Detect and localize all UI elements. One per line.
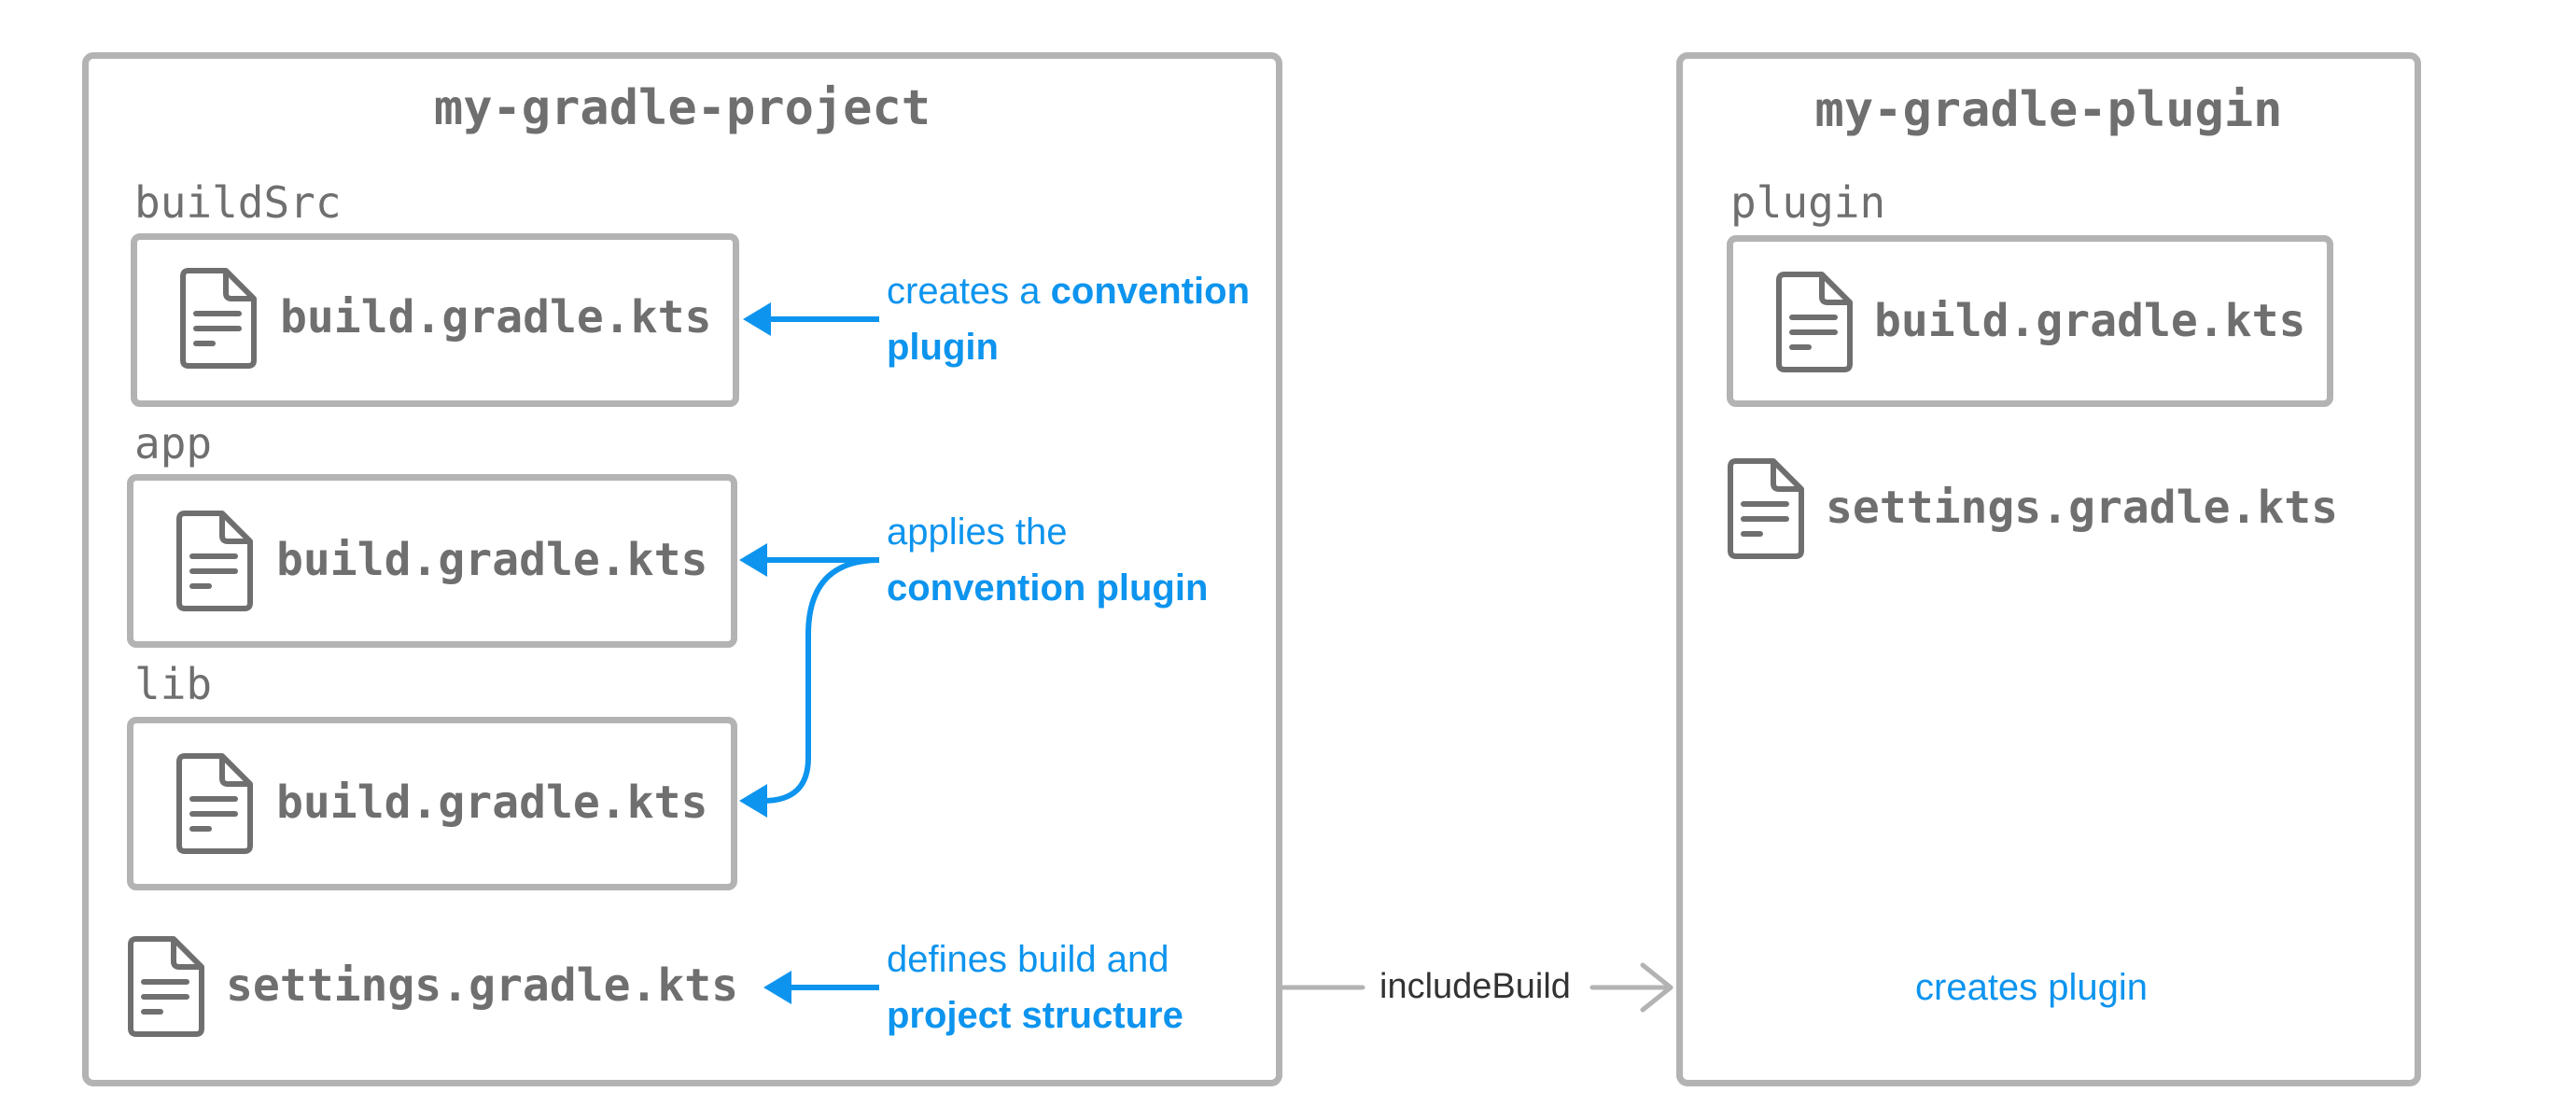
document-icon (180, 268, 257, 369)
lib-box (127, 717, 737, 890)
annotation-bold: plugin (887, 327, 999, 368)
document-icon (1728, 458, 1804, 559)
plugin-project-box (1676, 52, 2421, 1086)
project-box (82, 52, 1282, 1086)
annotation-bold: convention plugin (887, 567, 1209, 609)
plugin-project-title: my-gradle-plugin (1814, 82, 2283, 138)
section-label-buildsrc: buildSrc (134, 177, 342, 228)
include-build-connector (1280, 962, 1673, 1013)
arrow-applies (739, 543, 880, 818)
document-icon (1776, 272, 1853, 372)
arrow-defines (763, 971, 879, 1004)
annotation-applies: applies the convention plugin (887, 504, 1208, 616)
settings-file-name: settings.gradle.kts (226, 959, 739, 1012)
document-icon (176, 753, 253, 854)
annotation-text: creates a (887, 271, 1051, 312)
section-label-app: app (134, 418, 213, 469)
file-name: build.gradle.kts (1874, 295, 2306, 347)
arrow-creates (743, 302, 879, 336)
annotation-defines: defines build and project structure (887, 931, 1183, 1043)
file-name: build.gradle.kts (276, 534, 708, 586)
section-label-lib: lib (134, 659, 213, 709)
annotation-bold: convention (1050, 271, 1250, 312)
creates-plugin-label: creates plugin (1915, 967, 2149, 1008)
plugin-box (1727, 235, 2333, 407)
include-build-label: includeBuild (1379, 967, 1571, 1006)
project-title: my-gradle-project (433, 80, 931, 136)
file-name: build.gradle.kts (276, 777, 708, 829)
section-label-plugin: plugin (1730, 177, 1886, 228)
annotation-text: defines build and (887, 939, 1169, 980)
buildsrc-box (131, 233, 739, 407)
document-icon (128, 936, 204, 1037)
annotation-bold: project structure (887, 995, 1183, 1036)
app-box (127, 474, 737, 648)
annotation-text: applies the (887, 511, 1068, 553)
document-icon (176, 511, 253, 611)
file-name: build.gradle.kts (280, 291, 712, 343)
annotation-creates: creates a convention plugin (887, 263, 1250, 375)
settings-file-name: settings.gradle.kts (1826, 482, 2339, 534)
